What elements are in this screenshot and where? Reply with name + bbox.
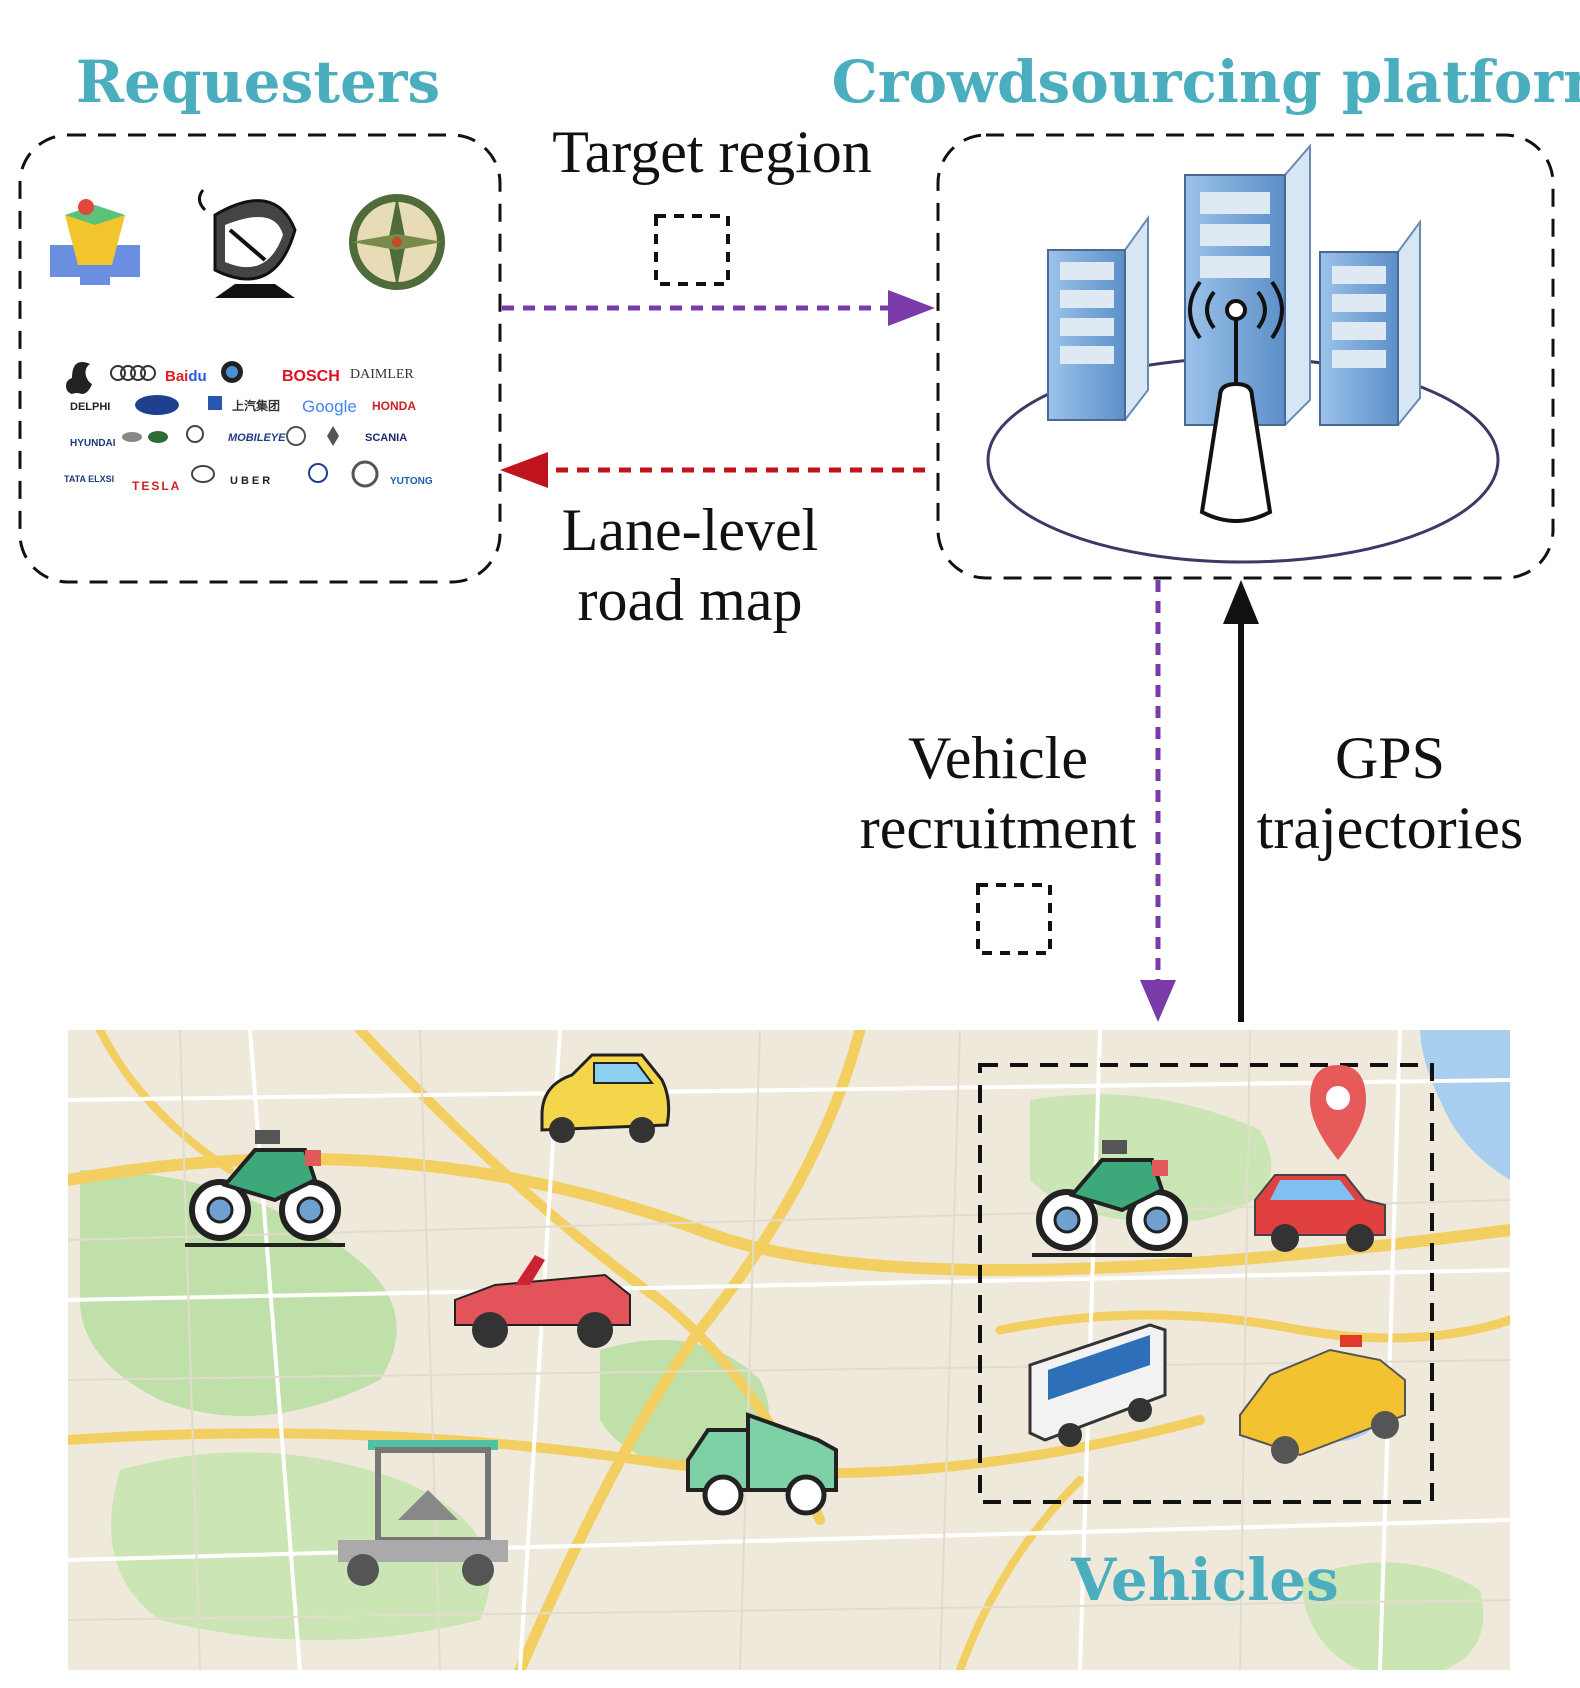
google-logo: Google xyxy=(302,397,357,416)
gps-label-line1: GPS xyxy=(1335,725,1445,791)
gps-trajectories-arrowhead xyxy=(1223,580,1259,624)
tuk-tuk-icon xyxy=(338,1440,508,1586)
bosch-logo: BOSCH xyxy=(282,368,340,385)
nissan-logo xyxy=(286,426,306,446)
gm-logo xyxy=(208,396,222,410)
lane-level-group: Lane-level road map xyxy=(500,452,925,633)
land-rover-logo xyxy=(148,431,168,443)
vehicle-recruitment-symbol xyxy=(976,883,1052,955)
antenna-tower-icon xyxy=(1188,280,1284,523)
location-pin-icon xyxy=(1310,1065,1366,1160)
tesla-logo: TESLA xyxy=(132,479,181,493)
bus-icon xyxy=(1028,1323,1167,1447)
lane-level-label-line1: Lane-level xyxy=(562,497,819,563)
platform-box xyxy=(936,133,1555,580)
satellite-dish-icon xyxy=(198,189,297,298)
delphi-logo: DELPHI xyxy=(70,401,110,413)
requesters-title: Requesters xyxy=(76,48,440,116)
apple-logo xyxy=(66,362,92,394)
jaguar-logo xyxy=(122,432,142,442)
lane-level-label-line2: road map xyxy=(578,567,803,633)
ford-logo xyxy=(135,395,179,415)
requesters-box: Baidu BOSCH DAIMLER DELPHI 上汽集团 Google H… xyxy=(18,133,502,584)
toyota-logo xyxy=(191,465,215,483)
vehicle-recruitment-label-line1: Vehicle xyxy=(908,725,1088,791)
platform-title: Crowdsourcing platform xyxy=(832,48,1580,116)
volkswagen-logo xyxy=(308,463,328,483)
brand-logos: Baidu BOSCH DAIMLER DELPHI 上汽集团 Google H… xyxy=(64,361,433,493)
yellow-car-icon xyxy=(540,1053,671,1143)
taxi-icon xyxy=(1239,1335,1406,1464)
target-region-arrowhead xyxy=(888,290,935,326)
yutong-logo: YUTONG xyxy=(390,476,433,487)
logo-row-1: Baidu BOSCH DAIMLER xyxy=(66,361,414,394)
city-map xyxy=(68,1030,1510,1670)
gps-label-line2: trajectories xyxy=(1257,795,1524,861)
target-region-label: Target region xyxy=(552,119,872,185)
vehicle-recruitment-group: Vehicle recruitment xyxy=(860,580,1176,1022)
map-app-icon xyxy=(50,199,140,285)
green-jeep-icon xyxy=(686,1412,838,1516)
volvo-logo xyxy=(351,460,379,488)
audi-logo xyxy=(110,365,156,381)
server-rack-icon xyxy=(1184,143,1311,426)
uber-logo: UBER xyxy=(230,475,273,487)
scania-logo: SCANIA xyxy=(365,432,407,444)
baidu-logo: Baidu xyxy=(165,368,207,385)
tata-logo: TATA ELXSI xyxy=(64,474,114,484)
vehicle-recruitment-arrowhead xyxy=(1140,980,1176,1022)
red-car-icon xyxy=(1254,1174,1386,1252)
hyundai-logo: HYUNDAI xyxy=(70,438,116,449)
mobileye-logo: MOBILEYE xyxy=(228,432,286,444)
bmw-logo xyxy=(221,361,243,383)
honda-logo: HONDA xyxy=(372,399,416,413)
logo-row-2: DELPHI 上汽集团 Google HONDA xyxy=(70,395,416,416)
vehicles-region-box xyxy=(978,1063,1434,1504)
red-convertible-icon xyxy=(454,1255,631,1348)
target-region-symbol xyxy=(654,214,730,286)
compass-icon xyxy=(349,194,445,290)
server-rack-icon xyxy=(1319,218,1421,426)
motorcycle-icon xyxy=(185,1130,345,1247)
lane-level-arrowhead xyxy=(500,452,548,488)
motorcycle-icon xyxy=(1032,1140,1192,1257)
logo-row-4: TATA ELXSI TESLA UBER YUTONG xyxy=(64,460,433,493)
renault-logo xyxy=(327,426,339,446)
logo-row-3: HYUNDAI MOBILEYE SCANIA xyxy=(70,425,407,449)
target-region-group: Target region xyxy=(502,119,935,326)
daimler-logo: DAIMLER xyxy=(350,367,414,382)
server-rack-icon xyxy=(1047,214,1149,421)
saic-logo: 上汽集团 xyxy=(232,398,280,413)
gps-trajectories-group: GPS trajectories xyxy=(1223,580,1523,1022)
mercedes-logo xyxy=(186,425,204,443)
vehicle-recruitment-label-line2: recruitment xyxy=(860,795,1137,861)
vehicles-title: Vehicles xyxy=(1070,1546,1339,1614)
